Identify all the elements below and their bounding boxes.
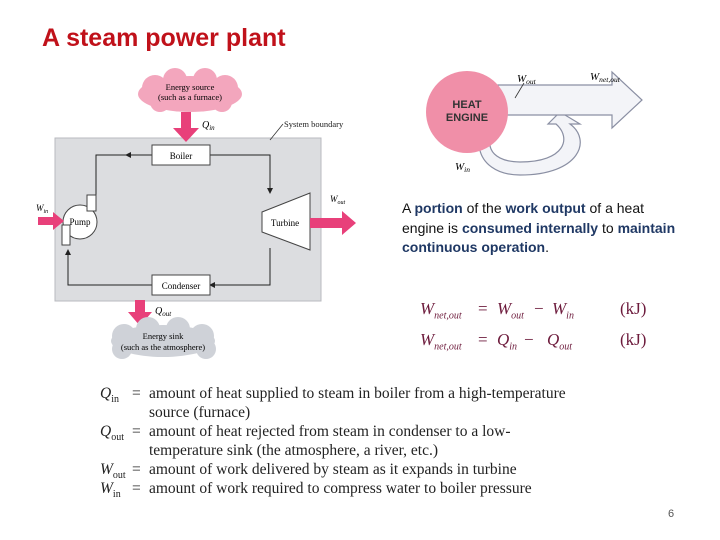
- boiler-label: Boiler: [170, 151, 193, 161]
- he-w-out-label: Wout: [517, 73, 537, 86]
- eq-term2: Win: [552, 299, 574, 322]
- energy-sink-cloud: Energy sink (such as the atmosphere): [111, 317, 216, 359]
- heat-engine-circle: [426, 71, 508, 153]
- energy-sink-label-2: (such as the atmosphere): [121, 342, 205, 352]
- boiler-box: [151, 144, 211, 166]
- eq-minus: −: [524, 330, 534, 349]
- condenser-label: Condenser: [162, 281, 201, 291]
- eq-equals: =: [478, 299, 488, 318]
- q-out-label: Qout: [155, 306, 172, 318]
- eq-lhs: Wnet,out: [420, 330, 462, 353]
- heat-engine-description: A portion of the work output of a heat e…: [402, 200, 676, 256]
- highlight-consumed-internally: consumed internally: [461, 219, 599, 236]
- steam-plant-diagram: System boundary Energy source (such as a…: [36, 68, 356, 359]
- eq-unit: (kJ): [620, 330, 647, 349]
- pump-circle: [62, 204, 98, 240]
- equation-row: Wnet,out = Qin − Qout (kJ): [420, 330, 660, 361]
- eq-term1: Qin: [497, 330, 518, 353]
- w-in-arrow: [38, 212, 64, 230]
- highlight-work-output: work output: [505, 200, 586, 216]
- slide-title: A steam power plant: [42, 24, 286, 52]
- heat-engine-diagram: HEAT ENGINE Wout Wnet,out Win: [426, 70, 643, 176]
- heat-engine-label-1: HEAT: [452, 99, 481, 111]
- he-w-net-out-label: Wnet,out: [590, 71, 621, 84]
- energy-sink-label-1: Energy sink: [143, 331, 184, 341]
- w-net-out-arrow: [497, 70, 643, 130]
- turbine-label: Turbine: [271, 218, 299, 228]
- system-boundary-label: System boundary: [284, 119, 344, 129]
- eq-lhs: Wnet,out: [420, 299, 462, 322]
- heat-engine-label-2: ENGINE: [446, 112, 488, 124]
- eq-term2: Qout: [547, 330, 573, 353]
- eq-unit: (kJ): [620, 299, 647, 318]
- energy-source-label-2: (such as a furnace): [158, 92, 222, 102]
- turbine-shape: [261, 192, 311, 251]
- eq-term1: Wout: [497, 299, 524, 322]
- eq-minus: −: [534, 299, 544, 318]
- recirculation-loop: [478, 111, 583, 176]
- energy-source-cloud: Energy source (such as a furnace): [138, 68, 242, 112]
- w-out-label: Wout: [330, 194, 346, 206]
- q-in-arrow: [173, 112, 199, 142]
- pump-label: Pump: [69, 217, 91, 227]
- w-out-arrow: [310, 211, 356, 235]
- highlight-portion: portion: [414, 200, 463, 216]
- net-work-equations: Wnet,out = Wout − Win (kJ) Wnet,out = Qi…: [420, 299, 660, 361]
- equation-row: Wnet,out = Wout − Win (kJ): [420, 299, 660, 330]
- page-number: 6: [668, 508, 675, 520]
- energy-source-label-1: Energy source: [166, 82, 215, 92]
- q-in-label: Qin: [202, 120, 215, 132]
- w-in-label: Win: [36, 203, 48, 215]
- eq-equals: =: [478, 330, 488, 349]
- condenser-box: [151, 274, 211, 296]
- highlight-continuous-operation: maintain continuous operation: [402, 219, 676, 256]
- he-w-in-label: Win: [455, 161, 470, 174]
- q-out-arrow: [128, 300, 152, 326]
